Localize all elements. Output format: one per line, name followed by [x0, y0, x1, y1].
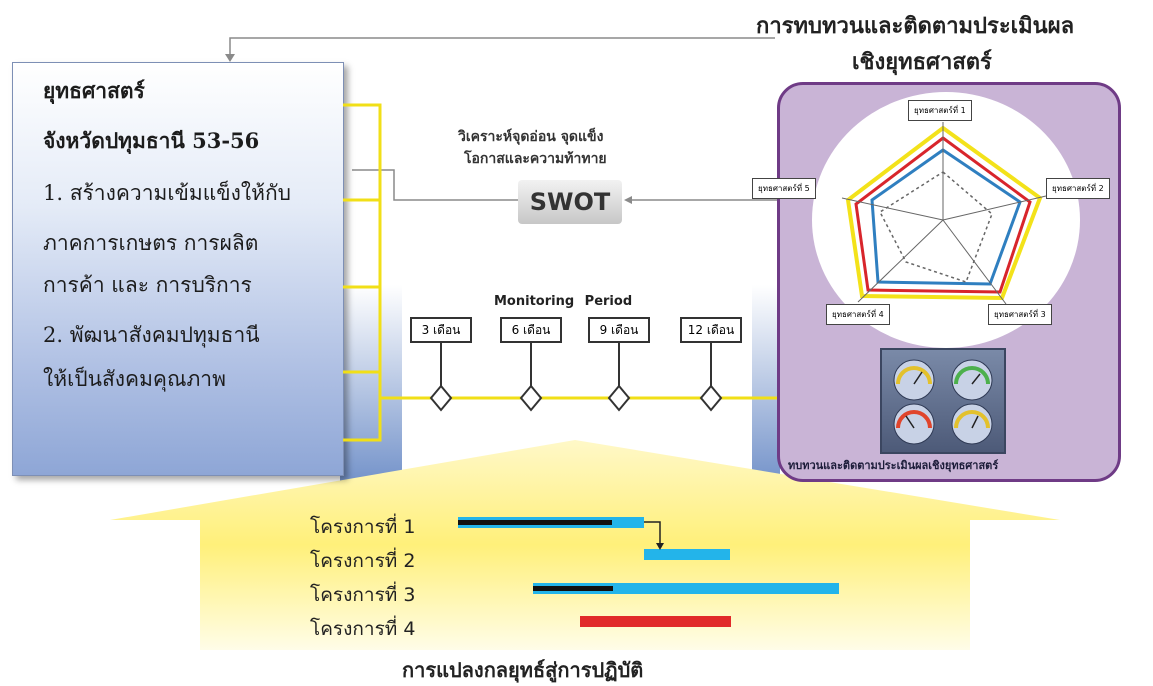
strategy-line: 1. สร้างความเข้มแข็งให้กับ [43, 181, 291, 205]
project-2-bar [644, 549, 730, 560]
project-1-progress [458, 520, 612, 525]
swot-label: SWOT [529, 188, 611, 216]
project-label-3: โครงการที่ 3 [310, 584, 416, 606]
left-blue-shade [340, 285, 402, 490]
period-box-3: 3 เดือน [410, 317, 472, 343]
period-box-12: 12 เดือน [680, 317, 742, 343]
swot-box: SWOT [518, 180, 622, 224]
period-box-6: 6 เดือน [500, 317, 562, 343]
swot-caption-2: โอกาสและความท้าทาย [464, 151, 607, 167]
radar-yellow-series [845, 125, 1043, 301]
radar-label-4: ยุทธศาสตร์ที่ 4 [826, 304, 890, 325]
strategy-box: ยุทธศาสตร์ จังหวัดปทุมธานี 53-56 1. สร้า… [12, 62, 344, 476]
arrow-shape [110, 440, 1060, 650]
strategy-title: ยุทธศาสตร์ [43, 78, 145, 103]
review-title-line2: เชิงยุทธศาสตร์ [852, 50, 992, 75]
strategy-line: การค้า และ การบริการ [43, 273, 252, 297]
gauge-icons [893, 359, 993, 445]
period-box-9: 9 เดือน [588, 317, 650, 343]
right-blue-shade [752, 285, 780, 490]
project-4-bar [580, 616, 731, 627]
review-title-line1: การทบทวนและติดตามประเมินผล [756, 14, 1075, 39]
strategy-line: ภาคการเกษตร การผลิต [43, 231, 259, 255]
project-label-2: โครงการที่ 2 [310, 550, 416, 572]
strategy-subtitle: จังหวัดปทุมธานี 53-56 [43, 128, 260, 153]
monitoring-label: Monitoring Period [494, 294, 633, 309]
project-label-1: โครงการที่ 1 [310, 516, 416, 538]
radar-grey-series [879, 171, 993, 283]
radar-label-1: ยุทธศาสตร์ที่ 1 [908, 100, 972, 121]
radar-blue-series [870, 148, 1022, 286]
strategy-line: 2. พัฒนาสังคมปทุมธานี [43, 323, 260, 347]
project-3-progress [533, 586, 613, 591]
radar-label-2: ยุทธศาสตร์ที่ 2 [1046, 178, 1110, 199]
radar-label-3: ยุทธศาสตร์ที่ 3 [988, 304, 1052, 325]
dashboard-image [880, 348, 1006, 454]
footer-title: การแปลงกลยุทธ์สู่การปฏิบัติ [402, 658, 644, 682]
dashboard-caption: ทบทวนและติดตามประเมินผลเชิงยุทธศาสตร์ [788, 459, 999, 472]
strategy-line: ให้เป็นสังคมคุณภาพ [43, 367, 226, 391]
project-label-4: โครงการที่ 4 [310, 618, 416, 640]
radar-label-5: ยุทธศาสตร์ที่ 5 [752, 178, 816, 199]
swot-caption-1: วิเคราะห์จุดอ่อน จุดแข็ง [458, 129, 604, 145]
radar-red-series [854, 136, 1032, 294]
project-3-bar [533, 583, 839, 594]
